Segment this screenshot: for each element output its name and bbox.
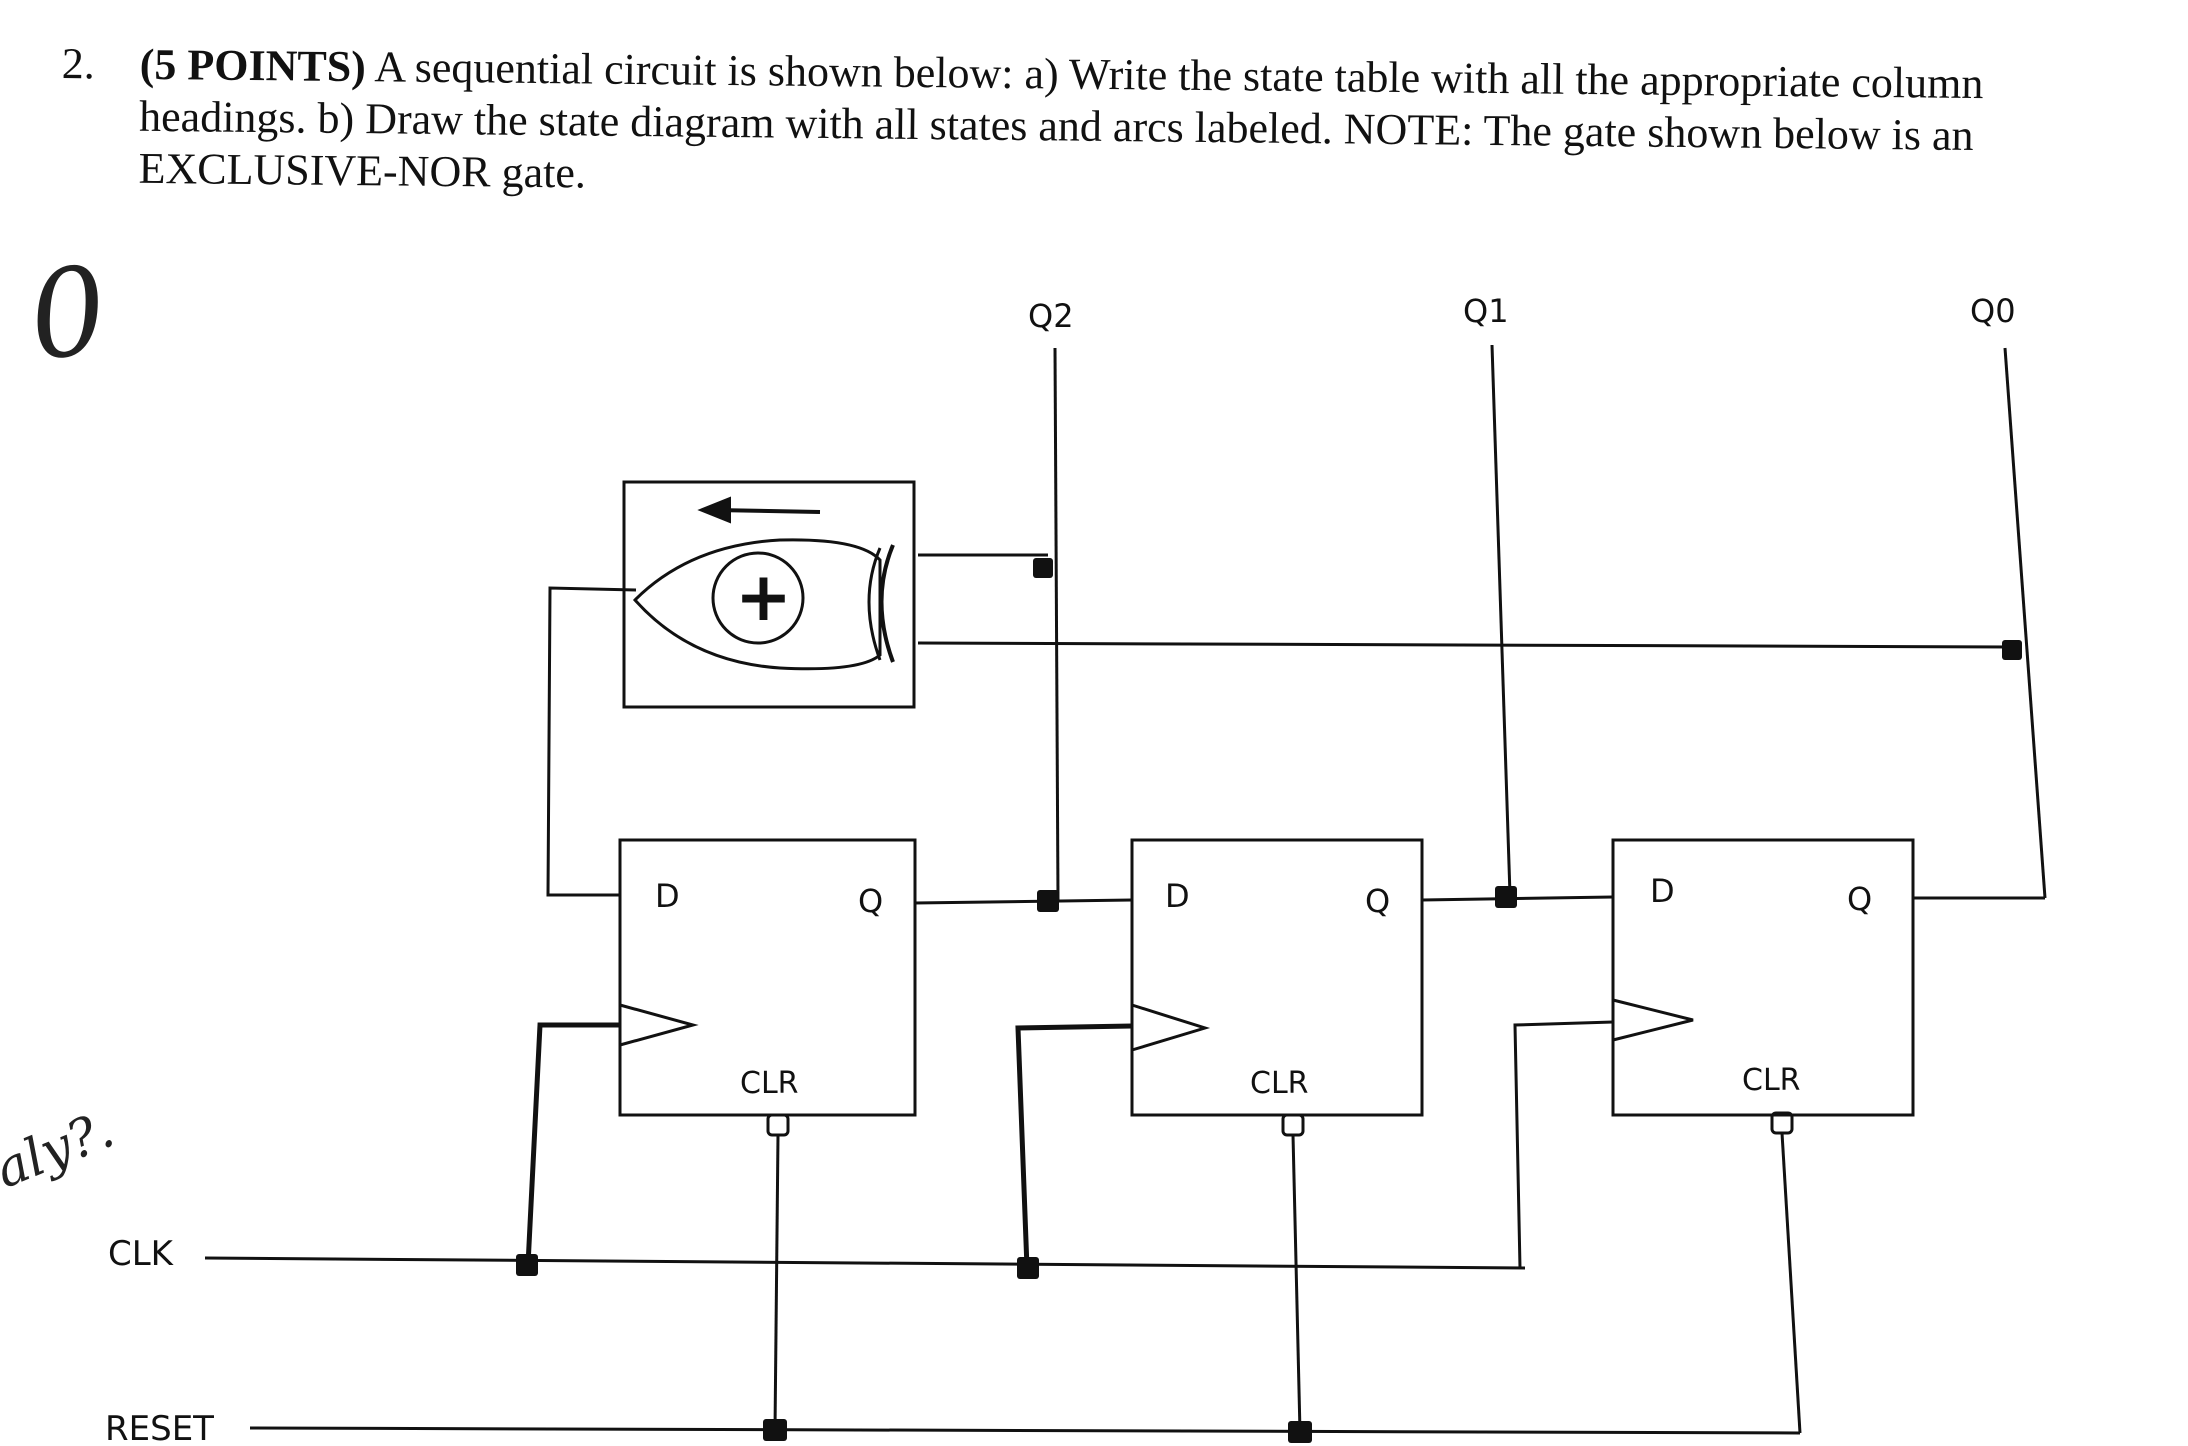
wire-ffq1-q: [1421, 895, 1614, 902]
flipflop-box-q2: [618, 838, 917, 1117]
clock-triangle-icon-q2: [619, 1003, 699, 1047]
clock-triangle-icon-q1: [1131, 1003, 1211, 1052]
xnor-gate-symbol: +: [735, 558, 792, 637]
wire-reset-ffq2: [773, 1134, 780, 1431]
junction-dot-q1: [1495, 886, 1517, 908]
ffq1-d-label: D: [1165, 877, 1190, 915]
xnor-gate-back-curve: [879, 544, 895, 663]
junction-dot-reset-ffq1: [1288, 1421, 1312, 1443]
ffq0-d-label: D: [1650, 872, 1675, 910]
clr-bubble-q2: [766, 1113, 790, 1137]
ffq2-d-label: D: [655, 877, 680, 915]
wire-reset-ffq1: [1291, 1134, 1302, 1433]
ffq0-clr-label: CLR: [1742, 1063, 1801, 1098]
ffq2-clr-label: CLR: [740, 1066, 799, 1101]
wire-q2-output: [1053, 347, 1060, 901]
wire-ffq2-q: [914, 898, 1133, 905]
ffq2-q-label: Q: [858, 882, 883, 920]
ffq1-clr-label: CLR: [1250, 1066, 1309, 1101]
flipflop-box-q0: [1611, 838, 1915, 1117]
output-label-q0: Q0: [1970, 292, 2016, 330]
reset-input-label: RESET: [105, 1409, 214, 1446]
wire-clk-ffq1: [1015, 1023, 1133, 1269]
junction-dot-q0-gate: [2002, 640, 2022, 660]
output-label-q2: Q2: [1028, 297, 1074, 335]
wire-reset: [249, 1426, 1801, 1435]
junction-dot-q2: [1037, 890, 1059, 912]
ffq1-q-label: Q: [1365, 882, 1390, 920]
ffq0-q-label: Q: [1847, 880, 1872, 918]
xnor-gate-inner-curve: [867, 547, 882, 661]
wire-clk-ffq2: [525, 1022, 620, 1266]
wire-gate-input-q0: [917, 641, 2013, 649]
junction-dot-reset-ffq2: [763, 1419, 787, 1441]
flipflop-box-q1: [1130, 838, 1424, 1117]
wire-q1-output: [1490, 344, 1512, 896]
gate-arrow-head-icon: [697, 496, 731, 524]
wire-gate-output-to-d: [546, 586, 637, 897]
junction-dot-q2-gate: [1033, 558, 1053, 578]
xnor-gate-box: [622, 480, 916, 709]
wire-clk-ffq0: [1513, 1020, 1614, 1269]
junction-dot-clk-ffq1: [1017, 1257, 1039, 1279]
output-label-q1: Q1: [1463, 292, 1509, 330]
clr-bubble-q1: [1281, 1113, 1305, 1137]
wire-clk: [204, 1256, 1526, 1270]
junction-dot-clk-ffq2: [516, 1254, 538, 1276]
wire-q0-output: [2003, 347, 2047, 899]
wire-reset-ffq0: [1780, 1132, 1802, 1434]
xnor-xor-circle: [711, 551, 805, 645]
gate-arrow-shaft: [714, 508, 821, 514]
clock-triangle-icon-q0: [1612, 998, 1694, 1042]
clk-input-label: CLK: [108, 1234, 175, 1274]
